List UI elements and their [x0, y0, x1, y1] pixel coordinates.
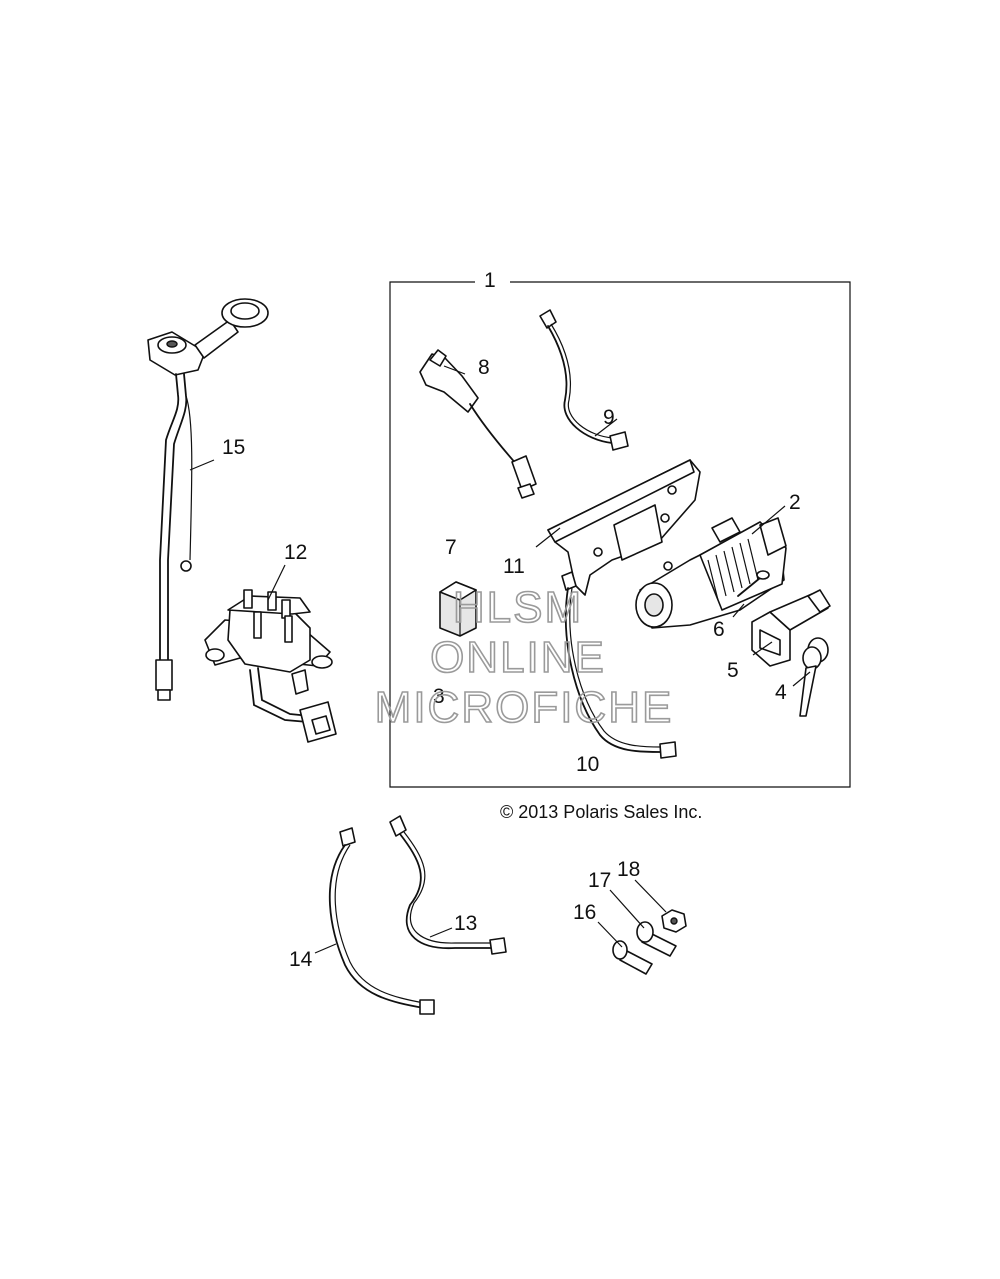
- part-14-cable[interactable]: [328, 827, 435, 1015]
- callout-2: 2: [789, 491, 801, 514]
- part-9-cable[interactable]: [539, 309, 629, 451]
- callout-16: 16: [573, 901, 596, 924]
- callout-3: 3: [433, 685, 445, 708]
- part-13-cable[interactable]: [389, 815, 507, 955]
- kit-box: [389, 281, 851, 788]
- part-18-nut[interactable]: [661, 909, 687, 933]
- part-6-hook-strap[interactable]: [737, 570, 770, 597]
- watermark-line-1: HLSM: [453, 583, 583, 632]
- callout-4: 4: [775, 681, 787, 704]
- callout-6: 6: [713, 618, 725, 641]
- callout-15: 15: [222, 436, 245, 459]
- part-12-contactor[interactable]: [204, 589, 337, 743]
- watermark: HLSM ONLINE MICROFICHE: [374, 582, 674, 733]
- callout-1: 1: [484, 269, 496, 292]
- part-2-winch[interactable]: [635, 517, 787, 629]
- callout-7: 7: [445, 536, 457, 559]
- callout-17: 17: [588, 869, 611, 892]
- callout-8: 8: [478, 356, 490, 379]
- part-11-mount-plate[interactable]: [547, 459, 701, 596]
- callout-5: 5: [727, 659, 739, 682]
- part-8-remote[interactable]: [419, 349, 537, 499]
- part-16-bolt[interactable]: [612, 940, 653, 975]
- part-7-fuse-block[interactable]: [439, 581, 477, 637]
- watermark-line-3: MICROFICHE: [375, 683, 674, 732]
- callout-18: 18: [617, 858, 640, 881]
- part-5-rocker-switch[interactable]: [751, 589, 831, 667]
- copyright-notice: © 2013 Polaris Sales Inc.: [500, 802, 702, 822]
- callout-10: 10: [576, 753, 599, 776]
- callout-labels: 1 2 3 4 5 6 7 8 9 10 11 12 13 14 15 16 1…: [222, 269, 801, 971]
- part-15-harness[interactable]: [147, 298, 269, 701]
- callout-14: 14: [289, 948, 313, 971]
- callout-12: 12: [284, 541, 307, 564]
- part-17-bolt[interactable]: [636, 921, 677, 957]
- callout-13: 13: [454, 912, 477, 935]
- part-10-cable[interactable]: [561, 571, 677, 759]
- callout-9: 9: [603, 406, 615, 429]
- leader-lines: [189, 365, 811, 954]
- part-4-key[interactable]: [799, 637, 829, 717]
- callout-11: 11: [503, 555, 525, 578]
- watermark-line-2: ONLINE: [430, 633, 606, 682]
